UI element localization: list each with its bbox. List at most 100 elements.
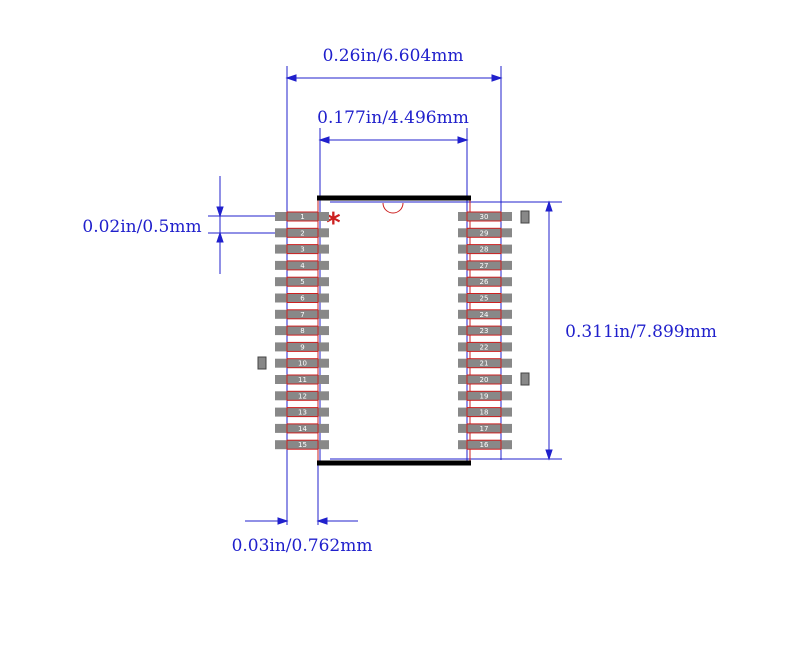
left-pin-number-15: 15 [298,441,307,449]
left-pad-6 [275,293,329,303]
right-pin-outline-24 [466,309,502,320]
left-pin-outline-4 [286,260,319,271]
right-pin-number-22: 22 [480,343,489,351]
right-pin-number-23: 23 [480,327,489,335]
right-pad-22 [458,342,512,352]
left-pin-number-6: 6 [300,295,305,303]
right-pad-27 [458,260,512,270]
left-pin-outline-9 [286,341,319,352]
left-pin-outline-5 [286,276,319,287]
pins-right: 30 29 28 27 26 25 24 23 22 21 20 19 18 17 16 [458,211,512,450]
left-pad-5 [275,277,329,287]
left-pin-outline-1 [286,211,319,222]
left-pin-outline-6 [286,293,319,303]
right-pad-16 [458,440,512,450]
left-pad-9 [275,342,329,352]
left-pin-outline-14 [286,423,319,434]
left-pad-12 [275,391,329,401]
orientation-marker-right-top [520,210,530,224]
left-pin-outline-12 [286,390,319,401]
left-pin-number-12: 12 [298,392,307,400]
pin1-marker: * [326,206,341,239]
right-pin-number-20: 20 [480,376,489,384]
right-pin-outline-19 [466,390,502,401]
left-pad-13 [275,407,329,417]
left-pin-number-7: 7 [300,311,304,319]
left-pin-number-11: 11 [298,376,307,384]
right-pin-number-26: 26 [480,278,489,286]
left-pad-4 [275,260,329,270]
right-pin-outline-30 [466,211,502,222]
orientation-marker-left [257,356,267,370]
left-pad-11 [275,375,329,384]
right-pin-outline-28 [466,244,502,255]
right-pad-19 [458,391,512,401]
dim-overall-width-label: 0.26in/6.604mm [323,46,464,66]
left-pin-number-1: 1 [300,213,304,221]
left-pin-number-5: 5 [300,278,304,286]
right-pin-number-24: 24 [480,311,489,319]
left-pad-2 [275,228,329,238]
pin1-notch [382,202,404,214]
right-pin-outline-16 [466,439,502,450]
right-pin-outline-17 [466,423,502,434]
left-pin-outline-2 [286,227,319,238]
left-pin-number-2: 2 [300,229,304,237]
left-pin-outline-8 [286,325,319,336]
right-pad-26 [458,277,512,287]
dim-body-width-label: 0.177in/4.496mm [317,108,469,128]
package-body-outline [317,199,471,462]
right-pad-25 [458,293,512,303]
left-pin-number-8: 8 [300,327,304,335]
dim-pitch-label: 0.02in/0.5mm [82,217,201,237]
right-pin-outline-22 [466,341,502,352]
right-pin-outline-21 [466,358,502,369]
left-pad-7 [275,309,329,319]
left-pad-8 [275,326,329,336]
left-pin-outline-15 [286,439,319,450]
right-pin-outline-26 [466,276,502,287]
left-pin-outline-13 [286,407,319,418]
right-pad-30 [458,212,512,221]
right-pin-number-29: 29 [480,229,489,237]
right-pad-28 [458,244,512,254]
right-pin-outline-27 [466,260,502,271]
right-pin-number-30: 30 [480,213,489,221]
left-pin-outline-7 [286,309,319,320]
dim-pad-offset-label: 0.03in/0.762mm [232,536,373,556]
right-pin-number-27: 27 [480,262,489,270]
left-pad-15 [275,440,329,450]
left-pin-number-3: 3 [300,246,304,254]
right-pin-number-16: 16 [480,441,489,449]
orientation-marker-right-mid [520,372,530,386]
right-pin-outline-29 [466,227,502,238]
right-pad-29 [458,228,512,238]
right-pin-number-25: 25 [480,295,489,303]
left-pin-outline-10 [286,358,319,369]
right-pin-outline-18 [466,407,502,418]
left-pin-number-9: 9 [300,343,304,351]
dim-overall-height-label: 0.311in/7.899mm [565,322,717,342]
left-pin-number-13: 13 [298,409,307,417]
left-pad-3 [275,244,329,254]
right-pad-21 [458,358,512,368]
left-pin-number-14: 14 [298,425,307,433]
right-pin-number-17: 17 [480,425,489,433]
right-pad-18 [458,407,512,417]
left-pad-10 [275,358,329,368]
left-pin-outline-3 [286,244,319,255]
right-pin-number-21: 21 [480,360,489,368]
right-pin-outline-23 [466,325,502,336]
left-pin-number-10: 10 [298,360,307,368]
left-pad-1 [275,212,329,221]
right-pin-number-18: 18 [480,409,489,417]
right-pad-17 [458,423,512,433]
right-pin-number-28: 28 [480,246,489,254]
left-pad-14 [275,423,329,433]
right-pin-outline-25 [466,293,502,303]
left-pin-number-4: 4 [300,262,305,270]
right-pin-number-19: 19 [480,392,489,400]
right-pin-outline-20 [466,374,502,385]
